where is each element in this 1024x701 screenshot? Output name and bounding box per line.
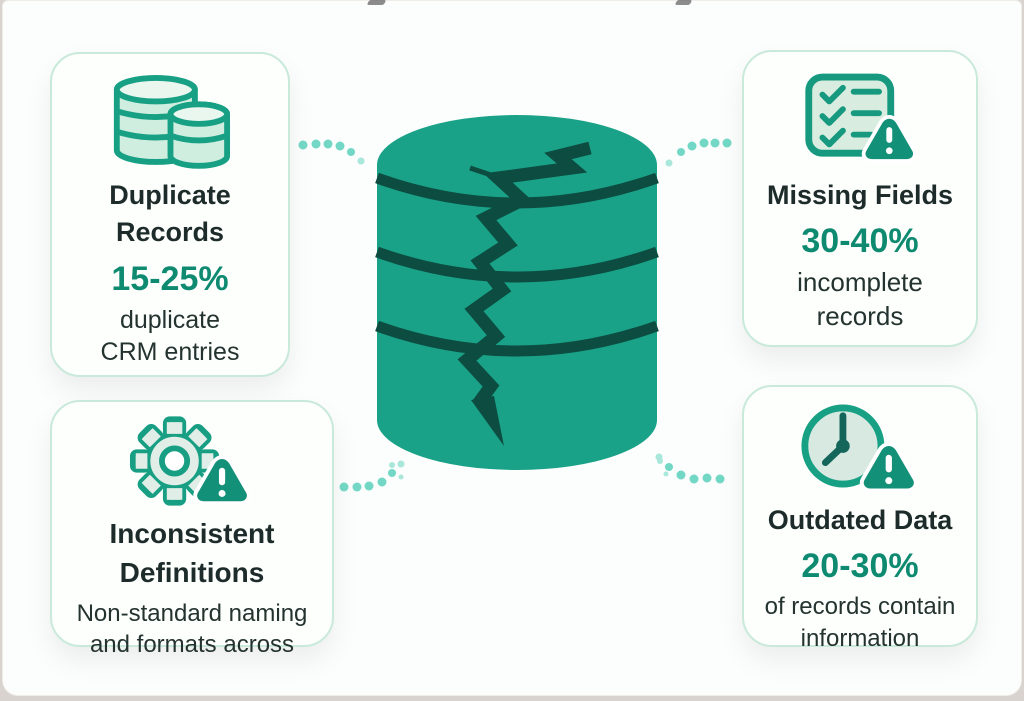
warning-triangle-icon [859, 442, 918, 493]
clock-warning-icon [799, 398, 921, 496]
warning-triangle-icon [861, 115, 917, 163]
card-stat: 30-40% [801, 222, 919, 261]
card-missing-fields: Missing Fields 30-40% incomplete records [742, 50, 978, 347]
card-title: Outdated Data [767, 505, 953, 535]
card-duplicate-records: Duplicate Records 15-25% duplicate CRM e… [50, 52, 290, 377]
card-description: duplicate CRM entries [100, 305, 240, 367]
card-description: incomplete records [797, 267, 923, 332]
card-outdated-data: Outdated Data 20-30% of records contain … [742, 385, 978, 652]
card-title: Inconsistent Definitions [109, 518, 275, 588]
card-stat: 15-25% [111, 259, 229, 298]
card-description: of records contain information [764, 593, 956, 652]
warning-triangle-icon [193, 455, 251, 506]
database-stack-icon [109, 69, 231, 169]
cracked-database-icon [375, 115, 659, 470]
card-inconsistent-definitions: Inconsistent Definitions Non-standard na… [50, 400, 334, 658]
card-stat: 20-30% [801, 547, 919, 586]
card-description: Non-standard naming and formats across [76, 600, 308, 659]
card-title: Missing Fields [766, 180, 954, 210]
gear-warning-icon [129, 413, 255, 509]
checklist-warning-icon [799, 71, 921, 167]
crop-artifact [366, 0, 387, 5]
card-title: Duplicate Records [109, 180, 231, 248]
